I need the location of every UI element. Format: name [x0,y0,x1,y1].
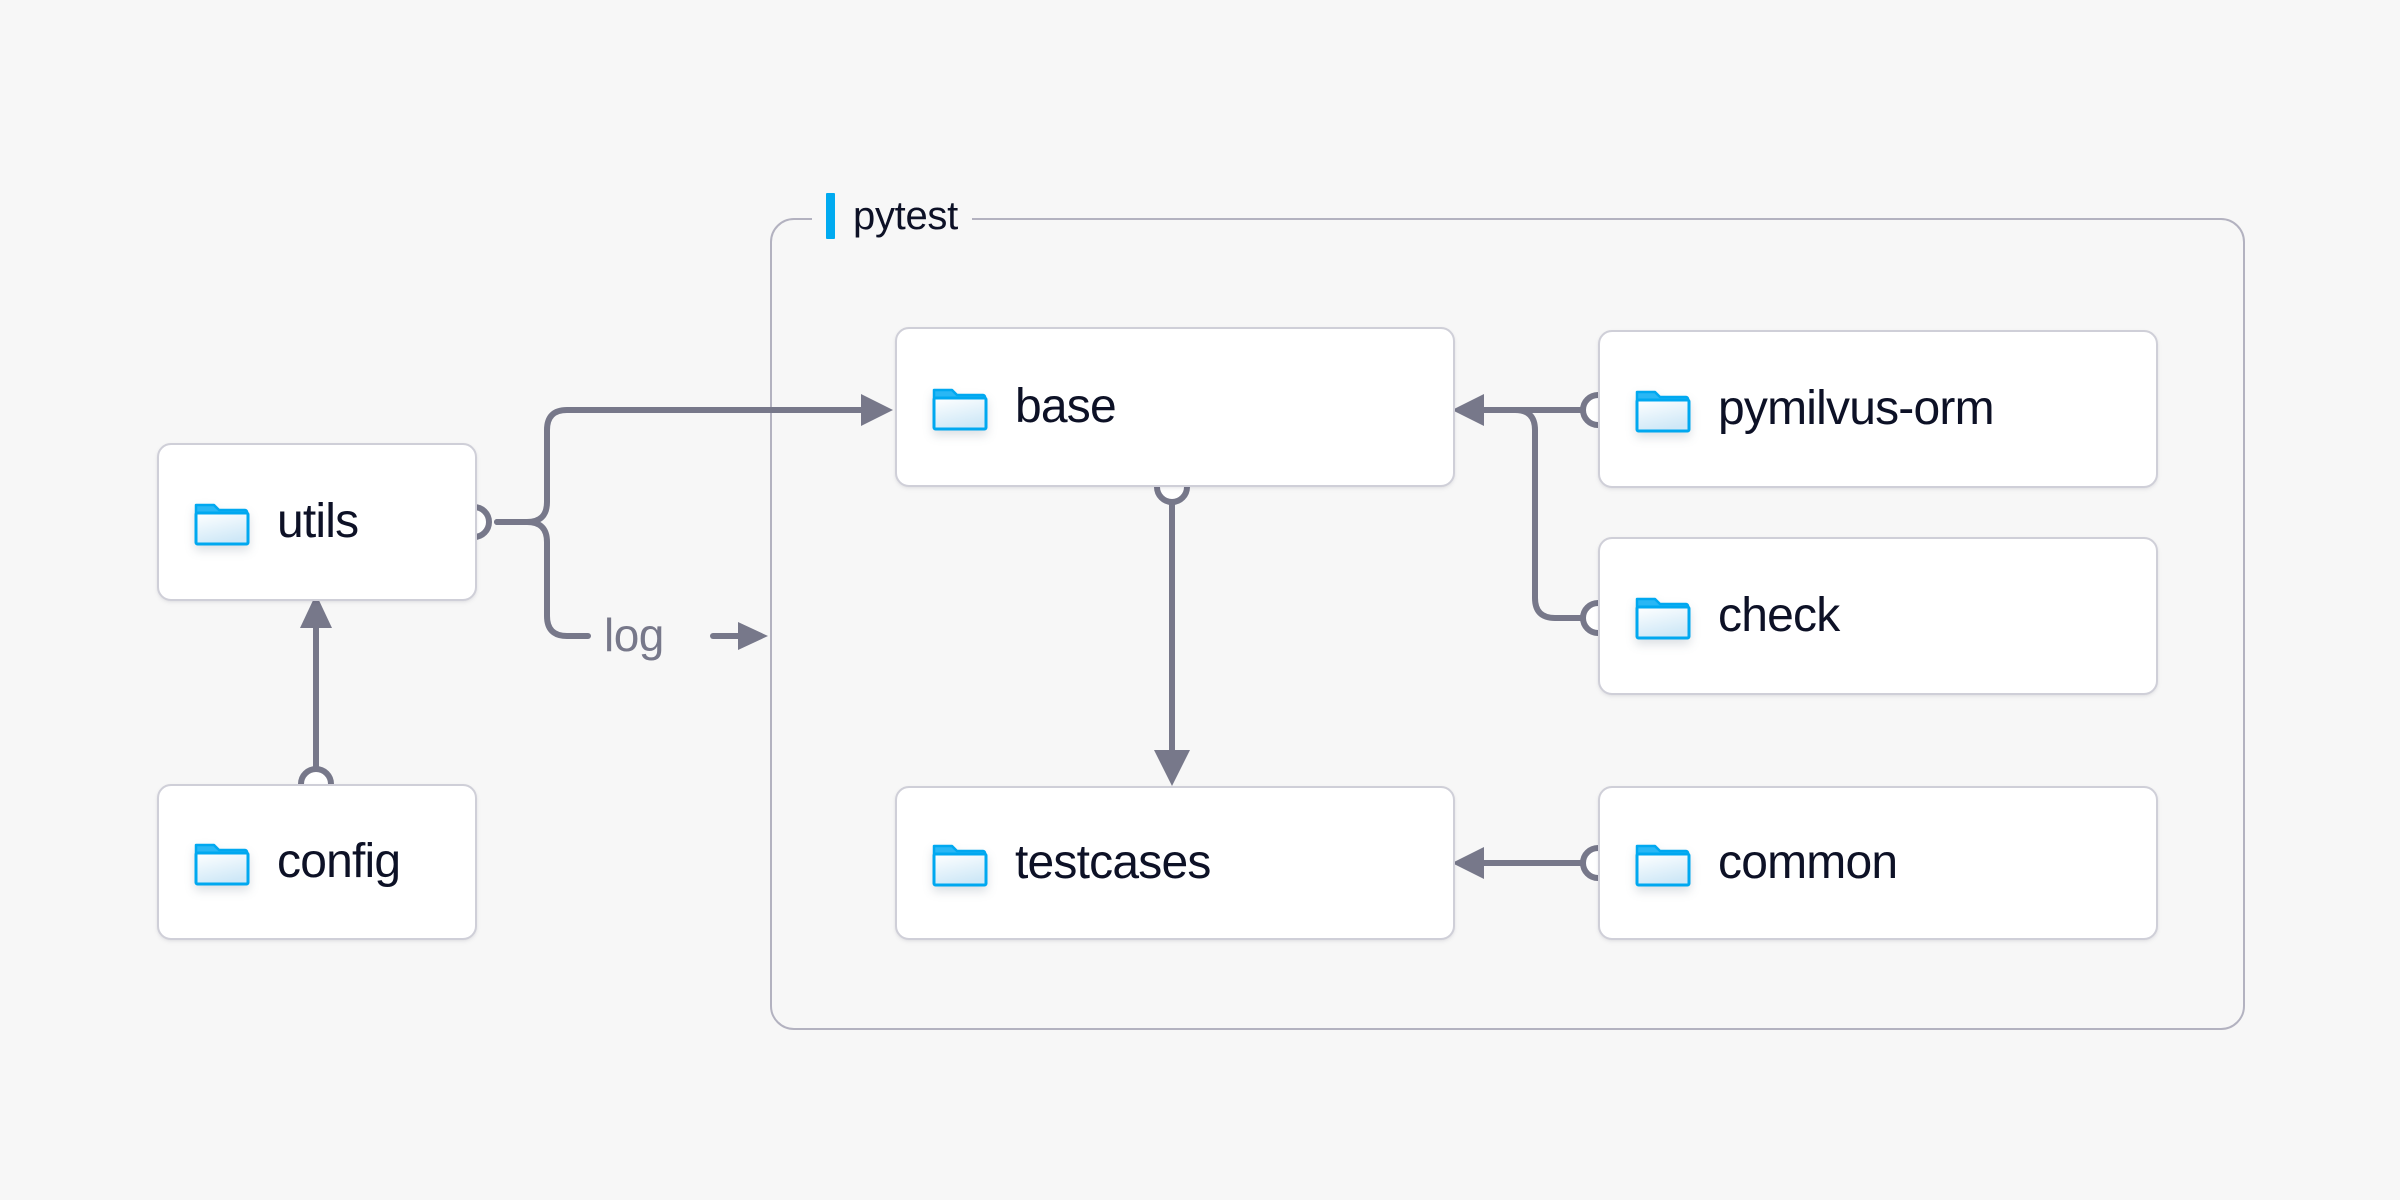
node-label: check [1718,589,1840,642]
folder-icon [1635,844,1691,887]
node-label: testcases [1015,836,1211,889]
group-label-pytest: pytest [812,188,972,244]
node-utils[interactable]: utils [157,443,477,601]
node-pymilvus-orm[interactable]: pymilvus-orm [1598,330,2158,488]
folder-icon [1635,597,1691,640]
node-common[interactable]: common [1598,786,2158,940]
folder-icon [932,844,988,887]
node-label: config [277,835,401,888]
node-label: utils [277,495,359,548]
node-label: common [1718,836,1898,889]
node-check[interactable]: check [1598,537,2158,695]
node-label: base [1015,380,1117,433]
folder-icon [194,503,250,546]
group-container-pytest [770,218,2245,1030]
group-label-text: pytest [853,193,958,238]
folder-icon [194,843,250,886]
node-base[interactable]: base [895,327,1455,487]
folder-icon [932,388,988,431]
folder-icon [1635,390,1691,433]
node-config[interactable]: config [157,784,477,940]
node-label: pymilvus-orm [1718,382,1995,435]
vertical-bar-icon [826,193,835,239]
edge-config-to-utils [298,594,334,802]
edge-label-log: log [604,609,664,661]
node-testcases[interactable]: testcases [895,786,1455,940]
